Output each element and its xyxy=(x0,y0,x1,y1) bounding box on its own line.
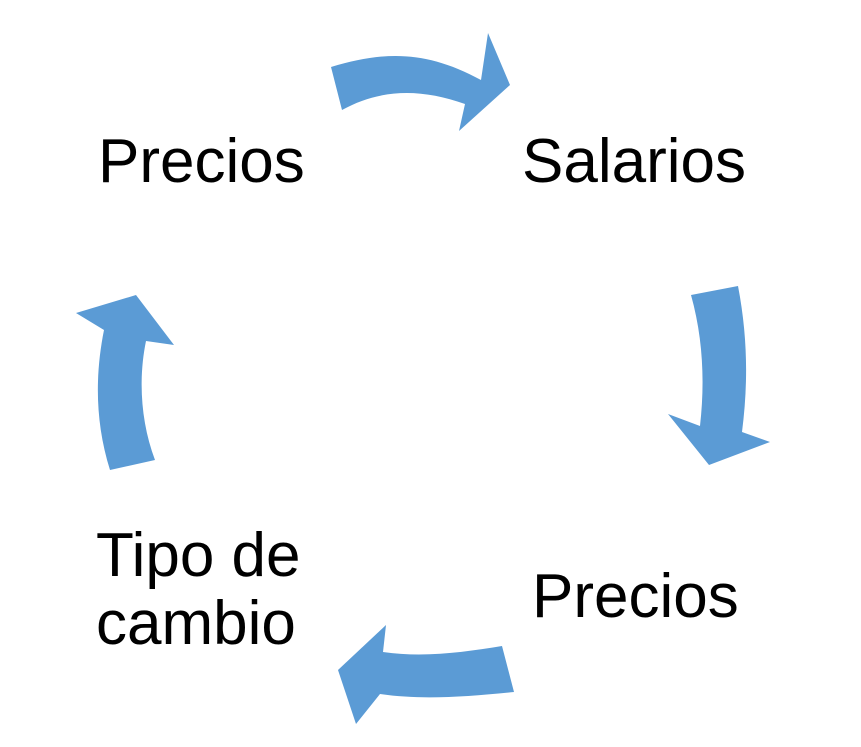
node-tipo-de-cambio: Tipo de cambio xyxy=(96,522,301,658)
arrow-tipo-de-cambio-to-precios xyxy=(76,295,174,470)
node-precios-bottom: Precios xyxy=(532,562,739,631)
node-tipo-de-cambio-line-1: Tipo de xyxy=(96,521,301,590)
node-salarios: Salarios xyxy=(522,127,746,196)
arrow-precios-to-salarios xyxy=(331,33,510,131)
arrow-salarios-to-precios xyxy=(668,286,770,465)
node-tipo-de-cambio-line-2: cambio xyxy=(96,589,296,658)
node-precios-top: Precios xyxy=(98,127,305,196)
arrow-precios-to-tipo-de-cambio xyxy=(338,625,514,724)
